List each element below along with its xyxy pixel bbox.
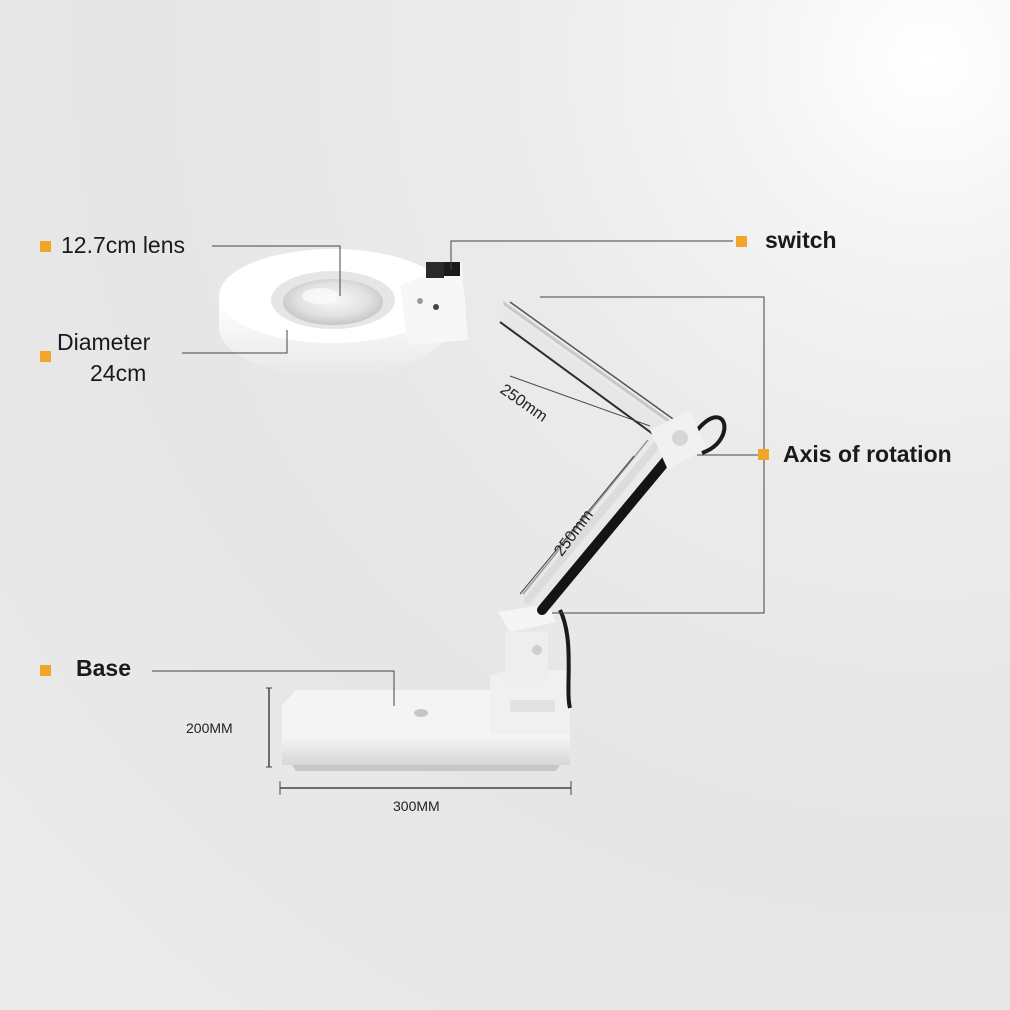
label-base: Base <box>76 655 131 681</box>
power-cable <box>558 415 727 709</box>
label-lens: 12.7cm lens <box>61 232 186 258</box>
upper-arm <box>473 290 685 449</box>
arm-bracket <box>498 604 556 682</box>
lower-arm <box>522 439 675 615</box>
label-diameter: Diameter <box>57 329 151 355</box>
bullet-axis <box>758 449 769 460</box>
annotation-lines <box>152 240 765 795</box>
lamp-head <box>219 249 505 376</box>
label-diameter-value: 24cm <box>90 360 147 386</box>
bullet-lens <box>40 241 51 252</box>
label-axis-of-rotation: Axis of rotation <box>783 441 952 467</box>
label-switch: switch <box>765 227 837 253</box>
elbow-joint <box>650 410 706 470</box>
lamp-base <box>282 670 570 771</box>
bullet-base <box>40 665 51 676</box>
label-base-height: 200MM <box>186 720 233 736</box>
bullet-switch <box>736 236 747 247</box>
label-base-width: 300MM <box>393 798 440 814</box>
bullet-diameter <box>40 351 51 362</box>
